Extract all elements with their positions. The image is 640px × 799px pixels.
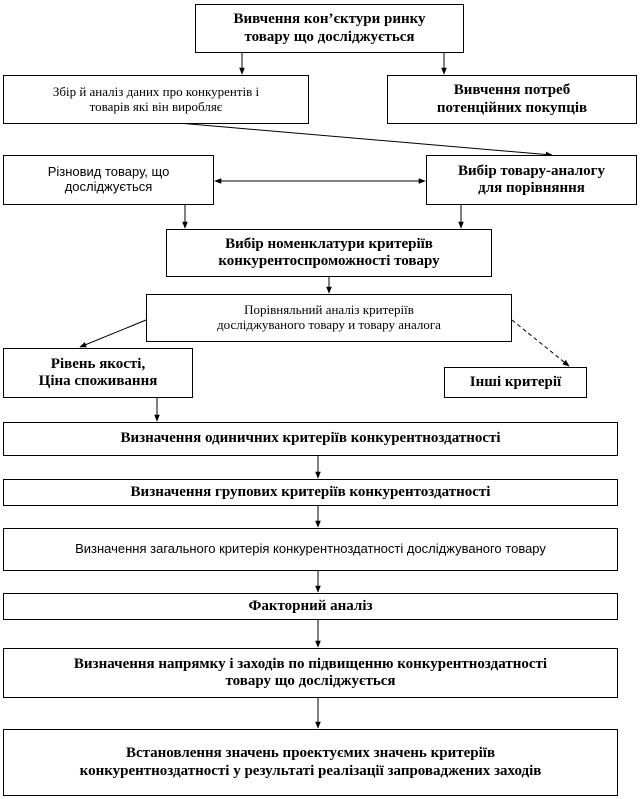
other-criteria-box: Інші критерії <box>444 367 587 398</box>
arrow-competitors-to-analog <box>177 122 553 158</box>
factor-analysis-box: Факторний аналіз <box>3 593 618 620</box>
product-variety-box: Різновид товару, що досліджується <box>3 155 214 205</box>
arrow-analysis-to-other <box>511 319 570 367</box>
comparative-analysis-box: Порівняльний аналіз критеріїв досліджува… <box>146 294 512 342</box>
quality-level-box: Рівень якості, Ціна споживання <box>3 348 193 398</box>
single-criteria-box: Визначення одиничних критеріїв конкурент… <box>3 422 618 456</box>
criteria-nomenclature-box: Вибір номенклатури критеріїв конкурентос… <box>166 229 492 277</box>
analog-choice-box: Вибір товару-аналогу для порівняння <box>426 155 637 205</box>
general-criterion-box: Визначення загального критерія конкурент… <box>3 528 618 571</box>
market-study-box: Вивчення кон’єктури ринку товару що досл… <box>195 4 464 53</box>
buyer-needs-box: Вивчення потреб потенційних покупців <box>387 75 637 124</box>
projected-values-box: Встановлення значень проектуємих значень… <box>3 729 618 796</box>
group-criteria-box: Визначення групових критеріїв конкуренто… <box>3 479 618 506</box>
direction-measures-box: Визначення напрямку і заходів по підвище… <box>3 648 618 698</box>
arrow-analysis-to-quality <box>79 319 147 348</box>
competitor-data-box: Збір й аналіз даних про конкурентів і то… <box>3 75 309 124</box>
